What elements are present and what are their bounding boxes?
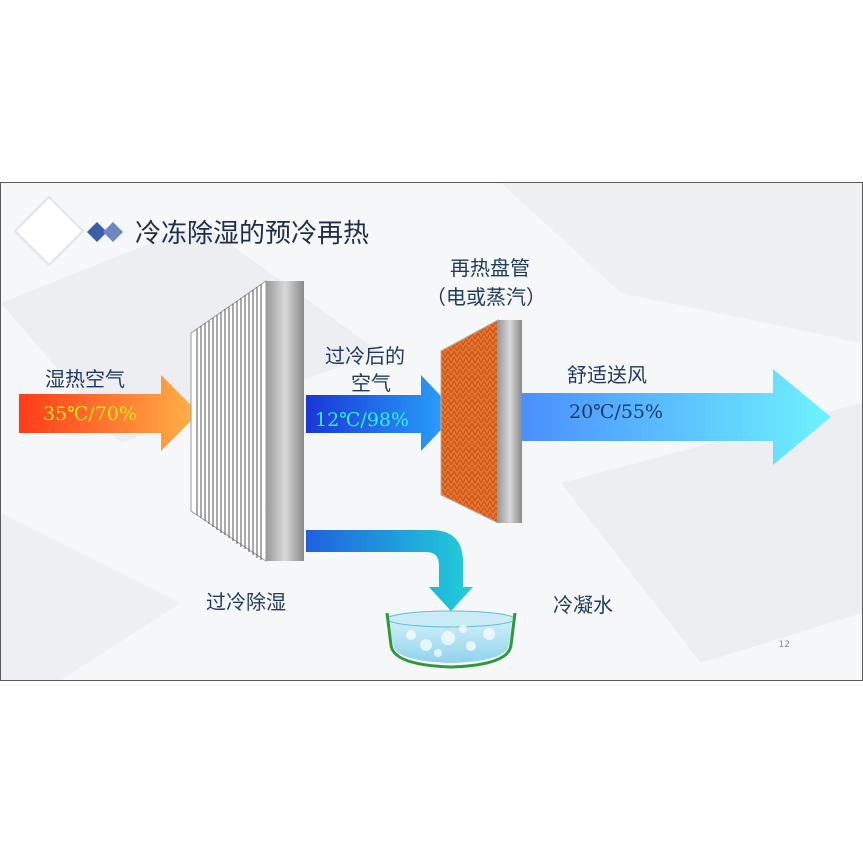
slide-title: 冷冻除湿的预冷再热 xyxy=(135,219,370,249)
comfort-air-label: 舒适送风 xyxy=(567,363,647,387)
subcool-dehumid-label: 过冷除湿 xyxy=(206,590,286,614)
reheat-coil-label-line1: 再热盘管 xyxy=(450,256,530,280)
water-basin xyxy=(385,610,517,669)
humid-air-label: 湿热空气 xyxy=(45,367,125,391)
reheat-coil xyxy=(440,319,522,524)
slide-background xyxy=(1,183,862,680)
comfort-air-condition: 20℃/55% xyxy=(569,401,664,423)
slide: 冷冻除湿的预冷再热 xyxy=(0,182,863,681)
decor-diamond-icon xyxy=(13,195,85,267)
humid-air-condition: 35℃/70% xyxy=(43,403,138,425)
subcooled-air-arrow xyxy=(306,375,457,451)
reheat-coil-label-line2: （电或蒸汽） xyxy=(426,285,546,309)
humid-air-arrow xyxy=(19,375,199,451)
condensate-arrow xyxy=(306,530,473,611)
title-bullet-icon xyxy=(87,222,123,242)
subcooled-air-condition: 12℃/98% xyxy=(315,409,410,431)
condensate-label: 冷凝水 xyxy=(553,593,613,617)
subcooled-air-label-line1: 过冷后的 xyxy=(325,344,405,368)
subcooling-coil xyxy=(190,280,304,562)
comfort-air-arrow xyxy=(522,369,831,465)
subcooled-air-label-line2: 空气 xyxy=(351,371,391,395)
dehumidification-diagram xyxy=(19,280,831,669)
page-number: 12 xyxy=(778,640,790,650)
